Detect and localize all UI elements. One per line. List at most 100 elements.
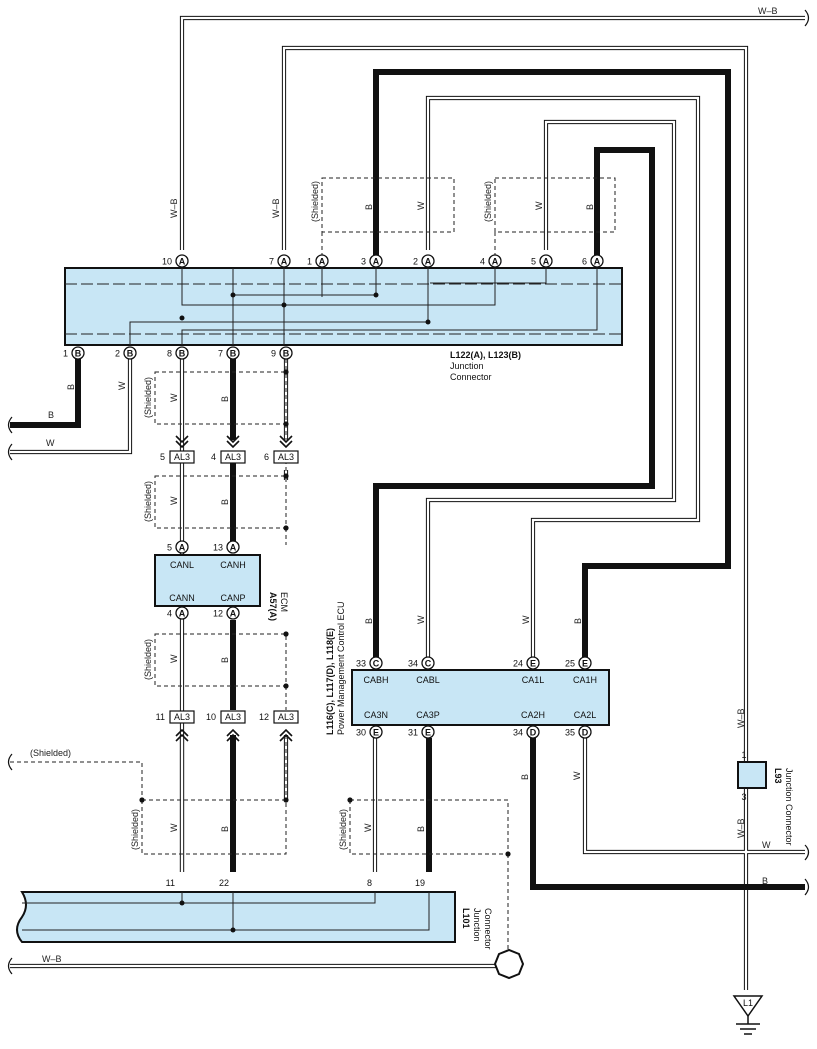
l101-pin-19: 19 [415,878,425,888]
shield-label: (Shielded) [310,181,320,222]
svg-text:5: 5 [531,257,536,267]
svg-text:6: 6 [264,452,269,462]
svg-text:25: 25 [565,659,575,669]
svg-text:9: 9 [271,349,276,359]
al3-pin-10[interactable]: AL3 10 [206,710,246,724]
l101-pin-11: 11 [166,878,175,888]
pin-A7[interactable]: A7 [269,254,291,268]
pin-A6[interactable]: A6 [582,254,604,268]
svg-text:1: 1 [63,349,68,359]
pin-A10[interactable]: A10 [162,254,189,268]
svg-text:31: 31 [408,728,418,738]
pin-A5[interactable]: A5 [531,254,553,268]
wire-label: B [220,657,230,663]
wire-label: W–B [736,708,746,728]
svg-text:AL3: AL3 [225,712,241,722]
wire-label: W [416,201,426,210]
svg-text:2: 2 [413,257,418,267]
pin-A4[interactable]: A4 [480,254,502,268]
svg-text:A: A [543,257,550,267]
pm-ecu-name: L116(C), L117(D), L118(E) [325,628,335,735]
svg-text:C: C [425,659,432,669]
junction-top-desc1: Junction [450,361,484,371]
svg-text:3: 3 [361,257,366,267]
shield-label: (Shielded) [143,639,153,680]
wire-label: B [364,618,374,624]
pm-ecu-connector-box [351,669,610,726]
svg-text:A: A [230,543,237,553]
svg-text:CABL: CABL [416,675,440,685]
pin-B8[interactable]: B8 [167,346,189,360]
svg-text:A: A [230,609,237,619]
svg-text:7: 7 [218,349,223,359]
svg-text:11: 11 [156,712,165,722]
junction-connector-L122-L123 [64,267,623,346]
pin-A3[interactable]: A3 [361,254,383,268]
svg-text:E: E [373,728,379,738]
svg-text:12: 12 [259,712,269,722]
svg-text:2: 2 [115,349,120,359]
wire-label: B [364,204,374,210]
wire-label: W [762,840,771,850]
pin-A2[interactable]: A2 [413,254,435,268]
pin-B2[interactable]: B2 [115,346,137,360]
svg-text:12: 12 [213,609,223,619]
svg-text:A: A [281,257,288,267]
shield-label: (Shielded) [130,809,140,850]
svg-text:CANL: CANL [170,560,194,570]
l101-desc1: Junction [472,908,482,942]
shield-label: (Shielded) [30,748,71,758]
shield-label: (Shielded) [143,481,153,522]
svg-text:8: 8 [167,349,172,359]
svg-text:CANH: CANH [220,560,246,570]
svg-text:4: 4 [167,609,172,619]
wire-label: W–B [758,6,778,16]
shield-label: (Shielded) [143,377,153,418]
ecm-name: A57(A) [268,592,278,621]
pin-B1[interactable]: B1 [63,346,85,360]
svg-text:A: A [492,257,499,267]
wire-label: W [363,823,373,832]
svg-text:CA2H: CA2H [521,710,545,720]
svg-text:CA1L: CA1L [522,675,545,685]
svg-text:B: B [283,349,290,359]
pin-A1[interactable]: A1 [307,254,329,268]
wire-label: B [48,410,54,420]
wire-label: W [521,615,531,624]
shield-label: (Shielded) [483,181,493,222]
svg-text:E: E [530,659,536,669]
svg-text:10: 10 [206,712,216,722]
ecm-connector-box [154,554,261,607]
svg-text:D: D [582,728,589,738]
svg-text:A: A [179,543,186,553]
pin-B9[interactable]: B9 [271,346,293,360]
wire-label: W [169,496,179,505]
l93-pin-3: 3 [741,792,746,802]
shield-boxes [10,177,616,965]
wire-label: W–B [169,198,179,218]
wire-label: W [169,654,179,663]
thick-wires [10,69,805,890]
pin-B7[interactable]: B7 [218,346,240,360]
l93-desc: Junction Connector [784,768,794,846]
svg-text:B: B [230,349,237,359]
svg-text:CA2L: CA2L [574,710,597,720]
